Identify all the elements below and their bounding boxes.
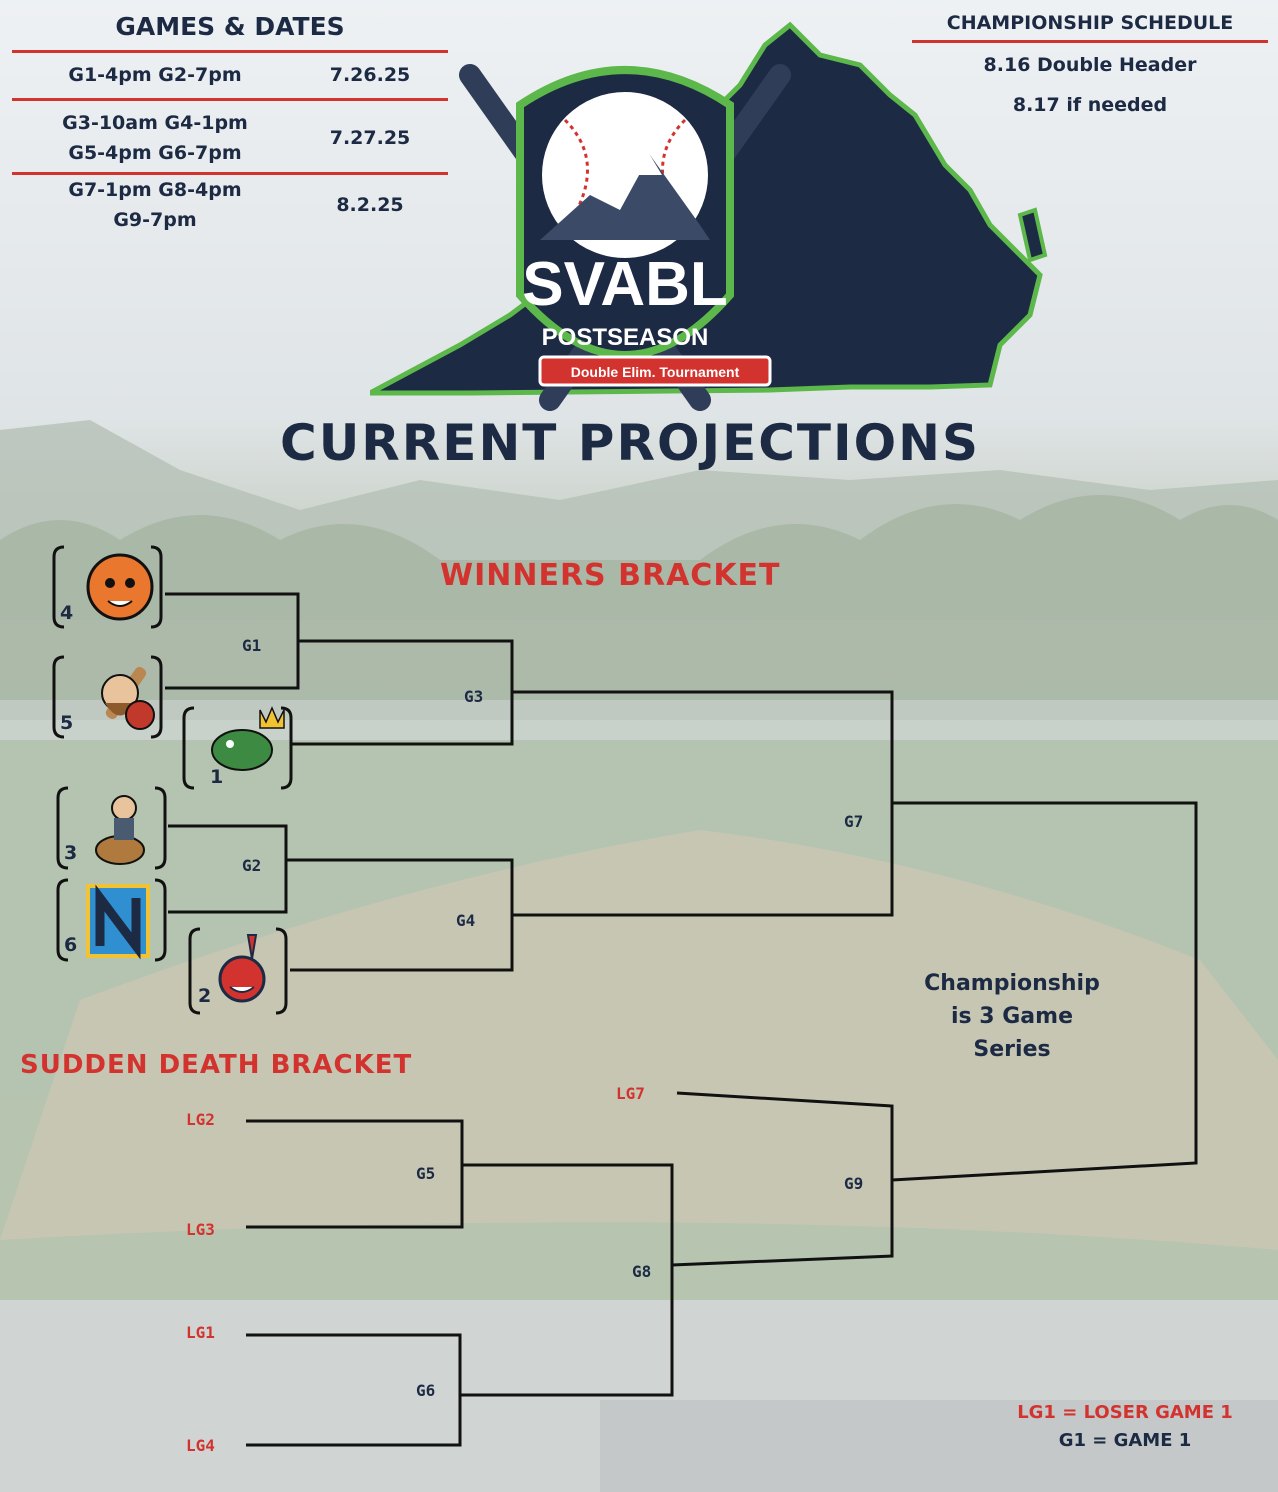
seed-4: 4	[60, 602, 74, 624]
game-label-g3: G3	[464, 687, 484, 706]
seed-3: 3	[64, 842, 78, 864]
loser-label-lg4: LG4	[186, 1436, 215, 1455]
game-label-g9: G9	[844, 1174, 864, 1193]
chief-head-icon	[218, 955, 266, 1003]
tiger-icon	[86, 553, 154, 621]
logo-subtitle: POSTSEASON	[542, 324, 709, 351]
sudden-death-heading: SUDDEN DEATH BRACKET	[20, 1050, 413, 1080]
schedule-row-2-date: 7.27.25	[329, 127, 411, 149]
seed-2: 2	[198, 985, 212, 1007]
team-slot-seed-4	[50, 543, 165, 631]
game-label-g7: G7	[844, 812, 864, 831]
legend-line-1: LG1 = LOSER GAME 1	[1017, 1402, 1233, 1423]
team-slot-seed-2	[186, 925, 290, 1017]
legend-line-2: G1 = GAME 1	[1058, 1430, 1192, 1451]
schedule-row-3-date: 8.2.25	[336, 194, 404, 216]
svabl-logo: SVABL POSTSEASON Double Elim. Tournament	[370, 21, 1048, 411]
team-slot-seed-3	[54, 784, 169, 872]
seed-6: 6	[64, 934, 78, 956]
schedule-row-1-date: 7.26.25	[329, 64, 411, 86]
schedule-title: GAMES & DATES	[115, 12, 345, 41]
page-title: CURRENT PROJECTIONS	[280, 414, 980, 472]
team-slot-seed-5	[50, 653, 165, 741]
game-label-g4: G4	[456, 911, 476, 930]
championship-line-1: 8.16 Double Header	[983, 54, 1197, 76]
loser-label-lg7: LG7	[616, 1084, 645, 1103]
schedule-row-3-games-2: G9-7pm	[113, 209, 197, 231]
schedule-rule-2	[12, 172, 448, 175]
team-slot-seed-1	[180, 704, 295, 792]
game-label-g5: G5	[416, 1164, 436, 1183]
loser-label-lg2: LG2	[186, 1110, 215, 1129]
schedule-rule-1	[12, 98, 448, 101]
logo-banner: Double Elim. Tournament	[571, 364, 740, 380]
championship-schedule-title: CHAMPIONSHIP SCHEDULE	[946, 12, 1234, 34]
seed-5: 5	[60, 712, 74, 734]
game-label-g8: G8	[632, 1262, 652, 1281]
game-label-g1: G1	[242, 636, 262, 655]
schedule-row-3-games: G7-1pm G8-4pm	[68, 179, 242, 201]
game-label-g2: G2	[242, 856, 262, 875]
schedule-rule-top	[12, 50, 448, 53]
bass-fish-icon	[211, 729, 273, 771]
barrel-man-icon	[111, 795, 137, 821]
logo-name: SVABL	[522, 250, 728, 319]
game-label-g6: G6	[416, 1381, 436, 1400]
championship-note: Championship is 3 Game Series	[924, 971, 1100, 1062]
championship-rule	[912, 40, 1268, 43]
loser-label-lg3: LG3	[186, 1220, 215, 1239]
seed-1: 1	[210, 766, 224, 788]
team-slot-seed-6	[54, 876, 169, 964]
championship-line-2: 8.17 if needed	[1012, 94, 1168, 116]
winners-bracket-heading: WINNERS BRACKET	[440, 558, 781, 593]
loser-label-lg1: LG1	[186, 1323, 215, 1342]
schedule-row-1-games: G1-4pm G2-7pm	[68, 64, 242, 86]
schedule-row-2-games: G3-10am G4-1pm	[62, 112, 248, 134]
schedule-row-2-games-2: G5-4pm G6-7pm	[68, 142, 242, 164]
crown-icon	[259, 706, 285, 729]
